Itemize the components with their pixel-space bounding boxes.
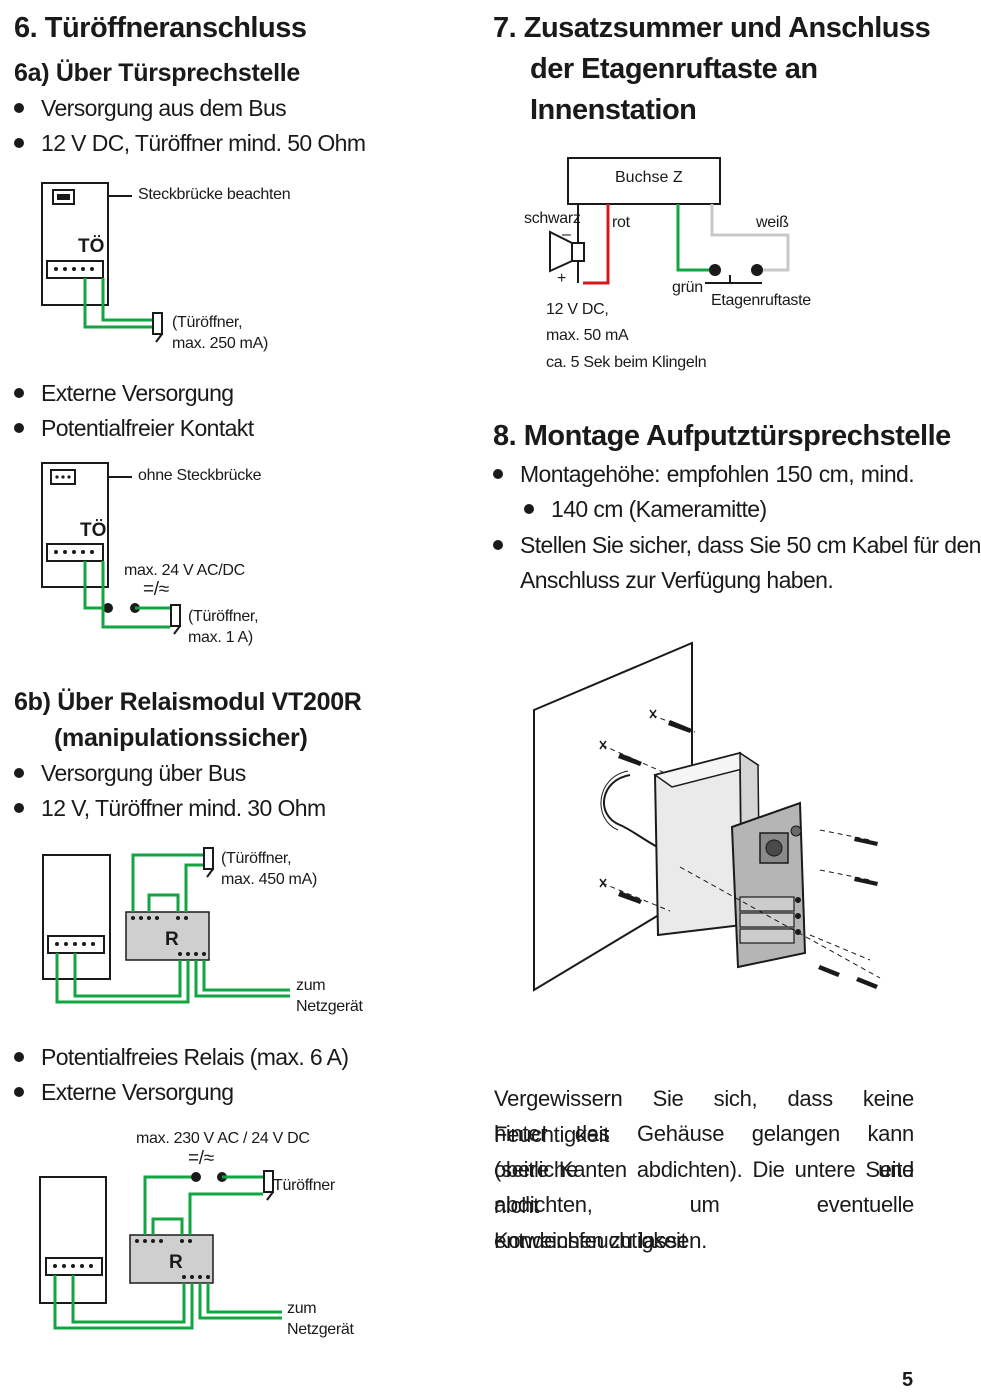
ac-dc-symbol: =/≈: [188, 1148, 214, 1169]
bullet-item: Montagehöhe: empfohlen 150 cm, mind.: [489, 457, 915, 492]
psu-label: zum: [296, 977, 326, 994]
bullet-continuation: 140 cm (Kameramitte): [520, 492, 767, 527]
relay-label: R: [165, 929, 179, 950]
moisture-note-line: Vergewissern Sie sich, dass keine Feucht…: [494, 1086, 914, 1147]
psu-label: zum: [287, 1300, 317, 1317]
diagram-relay-external: R: [39, 1170, 282, 1330]
psu-label: Netzgerät: [296, 998, 363, 1015]
bullet-item: 12 V, Türöffner mind. 30 Ohm: [10, 791, 326, 826]
moisture-note-line: entweichen zu lassen.: [494, 1228, 707, 1253]
plus-sign: +: [557, 270, 567, 287]
socket-label: Buchse Z: [615, 169, 683, 186]
section-6b-subtitle: (manipulationssicher): [54, 724, 308, 752]
diagram-relay-bus: R: [42, 847, 290, 1004]
bullet-item: Versorgung aus dem Bus: [10, 91, 287, 126]
red-wire-label: rot: [612, 214, 630, 231]
door-opener-label: TÖ: [78, 236, 104, 257]
section-6b-title: 6b) Über Relaismodul VT200R: [14, 688, 362, 716]
diagram-door-opener-external: TÖ: [41, 462, 181, 635]
opener-label: (Türöffner,: [172, 314, 243, 331]
minus-sign: –: [562, 226, 571, 243]
section-6-title: 6. Türöffneranschluss: [14, 12, 307, 44]
buzzer-spec: ca. 5 Sek beim Klingeln: [546, 354, 707, 371]
opener-label: (Türöffner,: [221, 850, 292, 867]
buzzer-spec: 12 V DC,: [546, 301, 609, 318]
relay-module: [125, 911, 210, 961]
opener-spec: max. 1 A): [188, 629, 253, 646]
opener-label: (Türöffner,: [188, 608, 259, 625]
section-7-title-line2: der Etagenruftaste an: [530, 53, 818, 85]
bullet-item: Externe Versorgung: [10, 1075, 234, 1110]
bullet-item: Stellen Sie sicher, dass Sie 50 cm Kabel…: [489, 528, 981, 563]
ac-dc-symbol: =/≈: [143, 579, 169, 600]
section-8-title: 8. Montage Aufputztürsprechstelle: [493, 420, 951, 452]
jumper-note: Steckbrücke beachten: [138, 186, 291, 203]
bullet-item: Potentialfreier Kontakt: [10, 411, 254, 446]
green-wire-label: grün: [672, 279, 703, 296]
floor-button-label: Etagenruftaste: [711, 292, 811, 309]
moisture-note-line: abdichten, um eventuelle Kondensfeuchtig…: [494, 1192, 914, 1253]
opener-spec: max. 450 mA): [221, 871, 317, 888]
voltage-label: max. 230 V AC / 24 V DC: [136, 1130, 310, 1147]
door-opener-label: TÖ: [80, 520, 106, 541]
relay-label: R: [169, 1252, 183, 1273]
relay-module: [129, 1234, 214, 1284]
diagram-door-opener-bus: TÖ: [41, 182, 163, 343]
jumper-note: ohne Steckbrücke: [138, 467, 262, 484]
opener-spec: max. 250 mA): [172, 335, 268, 352]
bullet-item: Potentialfreies Relais (max. 6 A): [10, 1040, 349, 1075]
diagram-buzzer-floor-button: Buchse Z: [549, 157, 790, 285]
opener-label: Türöffner: [273, 1177, 335, 1194]
voltage-label: max. 24 V AC/DC: [124, 562, 245, 579]
moisture-note-line: obere Kanten abdichten). Die untere Seit…: [494, 1157, 914, 1218]
psu-label: Netzgerät: [287, 1321, 354, 1338]
page-number: 5: [902, 1369, 914, 1391]
bullet-continuation: Anschluss zur Verfügung haben.: [520, 567, 834, 593]
bullet-item: Externe Versorgung: [10, 376, 234, 411]
moisture-note-line: hinter das Gehäuse gelangen kann (seitli…: [494, 1121, 914, 1182]
bullet-item: 12 V DC, Türöffner mind. 50 Ohm: [10, 126, 366, 161]
section-6a-title: 6a) Über Türsprechstelle: [14, 59, 300, 87]
section-7-title: 7. Zusatzsummer und Anschluss: [493, 12, 931, 44]
buzzer-spec: max. 50 mA: [546, 327, 629, 344]
bullet-item: Versorgung über Bus: [10, 756, 246, 791]
mounting-illustration: [533, 641, 881, 992]
black-wire-label: schwarz: [524, 210, 581, 227]
white-wire-label: weiß: [756, 214, 789, 231]
buzzer-icon: [571, 242, 585, 262]
section-7-title-line3: Innenstation: [530, 94, 697, 126]
